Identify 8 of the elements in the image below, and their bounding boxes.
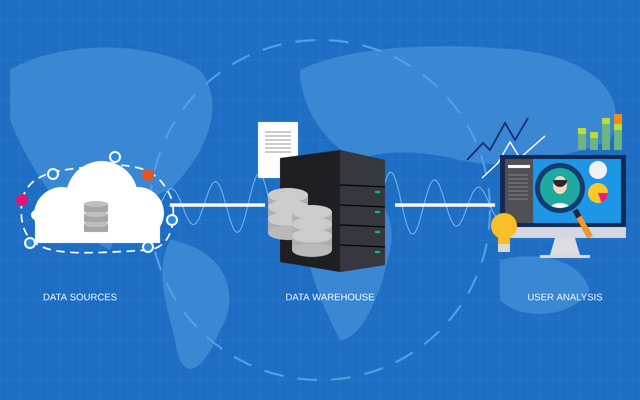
connector-line [170,203,266,207]
section-label: USER ANALYSIS [528,294,602,300]
monitor-drawing [466,114,626,258]
section-label: DATA WAREHOUSE [286,294,374,300]
server-drawing [258,122,386,272]
connector-line [394,203,496,207]
cloud-drawing [16,151,178,254]
section-label: DATA SOURCES [44,294,117,300]
